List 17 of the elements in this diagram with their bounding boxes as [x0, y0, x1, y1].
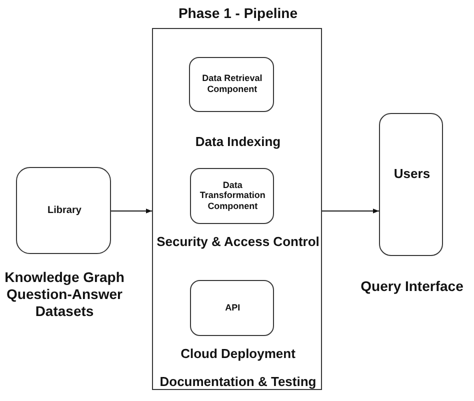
node-label: Users [392, 166, 432, 182]
arrow [110, 208, 152, 214]
node-label: Data Retrieval Component [201, 73, 264, 95]
node-label: Library [46, 204, 82, 216]
node-caption: Query Interface [360, 278, 464, 295]
process-box [188, 56, 274, 112]
group-title: Phase 1 - Pipeline [177, 5, 299, 22]
node-caption: Knowledge Graph Question-Answer Datasets [4, 269, 126, 320]
arrow [322, 208, 380, 214]
stage-label: Security & Access Control [156, 234, 320, 250]
process-box [190, 280, 274, 336]
node-label: API [224, 302, 242, 314]
node-label: Data Transformation Component [198, 180, 266, 212]
stage-label: Data Indexing [194, 134, 282, 150]
stage-label: Documentation & Testing [158, 374, 318, 390]
process-box [190, 168, 274, 224]
stage-label: Cloud Deployment [180, 346, 296, 362]
